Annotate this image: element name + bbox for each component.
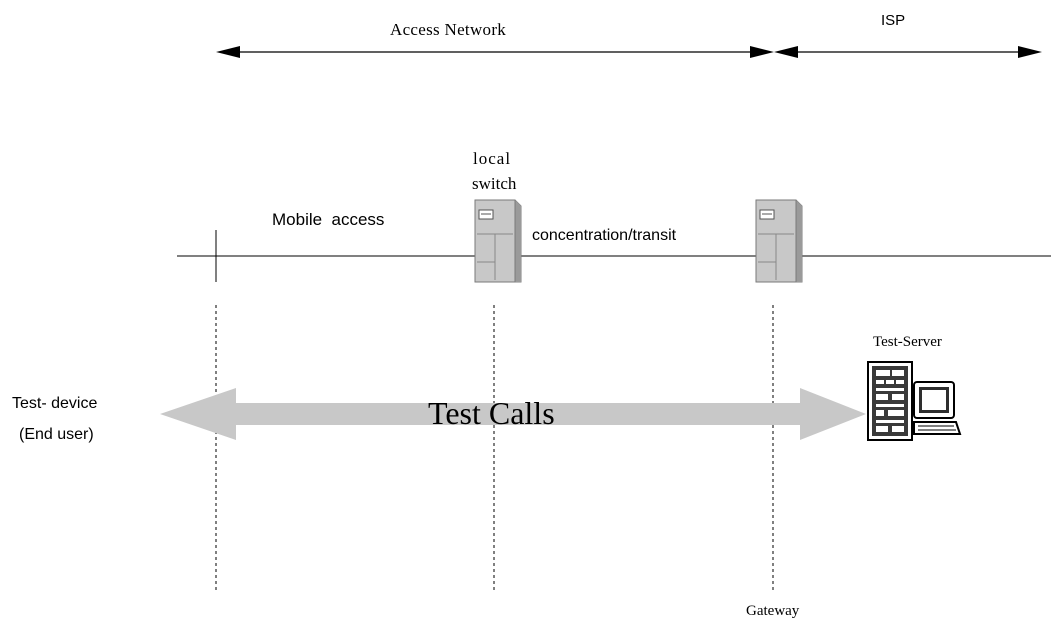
concentration-transit-label: concentration/transit [532,227,677,244]
gateway-label: Gateway [746,603,800,619]
test-server-label: Test-Server [873,334,942,350]
test-calls-arrow [160,388,866,440]
access-network-span-arrow [216,46,774,58]
test-device-label-line2: (End user) [19,426,94,443]
access-network-label: Access Network [390,20,507,39]
mobile-access-label: Mobile access [272,210,385,229]
gateway-server-tower-icon [755,199,803,283]
local-switch-label-line1: local [473,149,512,168]
isp-label: ISP [881,12,906,29]
local-switch-label-line2: switch [472,174,517,193]
isp-span-arrow [774,46,1042,58]
test-calls-label: Test Calls [428,395,555,431]
test-server-computer-terminal-icon [867,361,962,441]
local-switch-server-tower-icon [474,199,522,283]
test-device-label-line1: Test- device [12,395,98,412]
